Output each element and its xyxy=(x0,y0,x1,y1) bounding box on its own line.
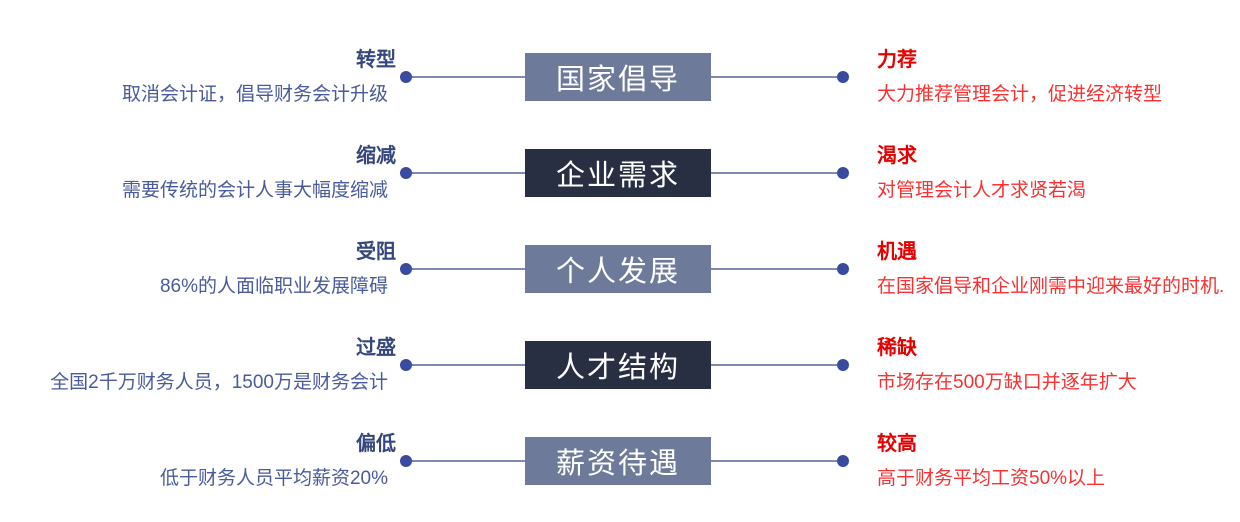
right-block: 力荐 大力推荐管理会计，促进经济转型 xyxy=(849,47,1240,107)
connector-dot-icon xyxy=(400,167,412,179)
connector-left xyxy=(400,413,525,509)
connector-line xyxy=(711,268,837,270)
right-heading: 稀缺 xyxy=(877,337,917,359)
left-block: 偏低 低于财务人员平均薪资20% xyxy=(0,431,400,491)
right-description: 高于财务平均工资50%以上 xyxy=(877,468,1106,489)
connector-line xyxy=(711,172,837,174)
left-description: 低于财务人员平均薪资20% xyxy=(159,468,388,489)
connector-dot-icon xyxy=(837,167,849,179)
connector-line xyxy=(412,364,525,366)
right-heading: 较高 xyxy=(877,433,917,455)
row-national-advocacy: 转型 取消会计证，倡导财务会计升级 国家倡导 力荐 大力推荐管理会计，促进经济转… xyxy=(0,29,1240,125)
row-enterprise-demand: 缩减 需要传统的会计人事大幅度缩减 企业需求 渴求 对管理会计人才求贤若渴 xyxy=(0,125,1240,221)
right-description: 对管理会计人才求贤若渴 xyxy=(877,180,1087,201)
left-heading: 转型 xyxy=(356,49,396,71)
connector-dot-icon xyxy=(400,455,412,467)
connector-left xyxy=(400,317,525,413)
left-block: 过盛 全国2千万财务人员，1500万是财务会计 xyxy=(0,335,400,395)
right-heading: 机遇 xyxy=(877,241,917,263)
center-box: 人才结构 xyxy=(525,341,711,389)
left-heading: 受阻 xyxy=(356,241,396,263)
connector-right xyxy=(711,125,849,221)
left-description: 86%的人面临职业发展障碍 xyxy=(159,276,388,297)
right-block: 机遇 在国家倡导和企业刚需中迎来最好的时机. xyxy=(849,239,1240,299)
row-salary-treatment: 偏低 低于财务人员平均薪资20% 薪资待遇 较高 高于财务平均工资50%以上 xyxy=(0,413,1240,509)
connector-line xyxy=(711,364,837,366)
center-box: 薪资待遇 xyxy=(525,437,711,485)
left-description: 取消会计证，倡导财务会计升级 xyxy=(121,84,388,105)
center-box-label: 个人发展 xyxy=(555,256,680,288)
right-block: 稀缺 市场存在500万缺口并逐年扩大 xyxy=(849,335,1240,395)
center-box: 个人发展 xyxy=(525,245,711,293)
left-description: 需要传统的会计人事大幅度缩减 xyxy=(121,180,388,201)
center-box-label: 人才结构 xyxy=(555,352,680,384)
left-description: 全国2千万财务人员，1500万是财务会计 xyxy=(50,372,388,393)
connector-dot-icon xyxy=(837,263,849,275)
connector-line xyxy=(711,76,837,78)
connector-dot-icon xyxy=(837,71,849,83)
connector-dot-icon xyxy=(837,359,849,371)
left-block: 受阻 86%的人面临职业发展障碍 xyxy=(0,239,400,299)
right-heading: 渴求 xyxy=(877,145,917,167)
connector-dot-icon xyxy=(400,263,412,275)
connector-left xyxy=(400,29,525,125)
right-description: 市场存在500万缺口并逐年扩大 xyxy=(877,372,1137,393)
connector-line xyxy=(412,268,525,270)
connector-right xyxy=(711,317,849,413)
center-box-label: 国家倡导 xyxy=(555,64,680,96)
connector-dot-icon xyxy=(837,455,849,467)
connector-left xyxy=(400,221,525,317)
left-heading: 缩减 xyxy=(356,145,396,167)
left-block: 转型 取消会计证，倡导财务会计升级 xyxy=(0,47,400,107)
right-description: 在国家倡导和企业刚需中迎来最好的时机. xyxy=(877,276,1225,297)
connector-line xyxy=(412,76,525,78)
center-box-label: 企业需求 xyxy=(555,160,680,192)
connector-line xyxy=(412,460,525,462)
left-heading: 过盛 xyxy=(356,337,396,359)
connector-right xyxy=(711,413,849,509)
connector-right xyxy=(711,221,849,317)
right-block: 较高 高于财务平均工资50%以上 xyxy=(849,431,1240,491)
connector-dot-icon xyxy=(400,359,412,371)
row-talent-structure: 过盛 全国2千万财务人员，1500万是财务会计 人才结构 稀缺 市场存在500万… xyxy=(0,317,1240,413)
center-box-label: 薪资待遇 xyxy=(555,448,680,480)
right-description: 大力推荐管理会计，促进经济转型 xyxy=(877,84,1163,105)
right-heading: 力荐 xyxy=(877,49,917,71)
center-box: 国家倡导 xyxy=(525,53,711,101)
connector-left xyxy=(400,125,525,221)
center-box: 企业需求 xyxy=(525,149,711,197)
connector-dot-icon xyxy=(400,71,412,83)
connector-line xyxy=(711,460,837,462)
left-block: 缩减 需要传统的会计人事大幅度缩减 xyxy=(0,143,400,203)
row-personal-development: 受阻 86%的人面临职业发展障碍 个人发展 机遇 在国家倡导和企业刚需中迎来最好… xyxy=(0,221,1240,317)
right-block: 渴求 对管理会计人才求贤若渴 xyxy=(849,143,1240,203)
connector-line xyxy=(412,172,525,174)
left-heading: 偏低 xyxy=(356,433,396,455)
connector-right xyxy=(711,29,849,125)
